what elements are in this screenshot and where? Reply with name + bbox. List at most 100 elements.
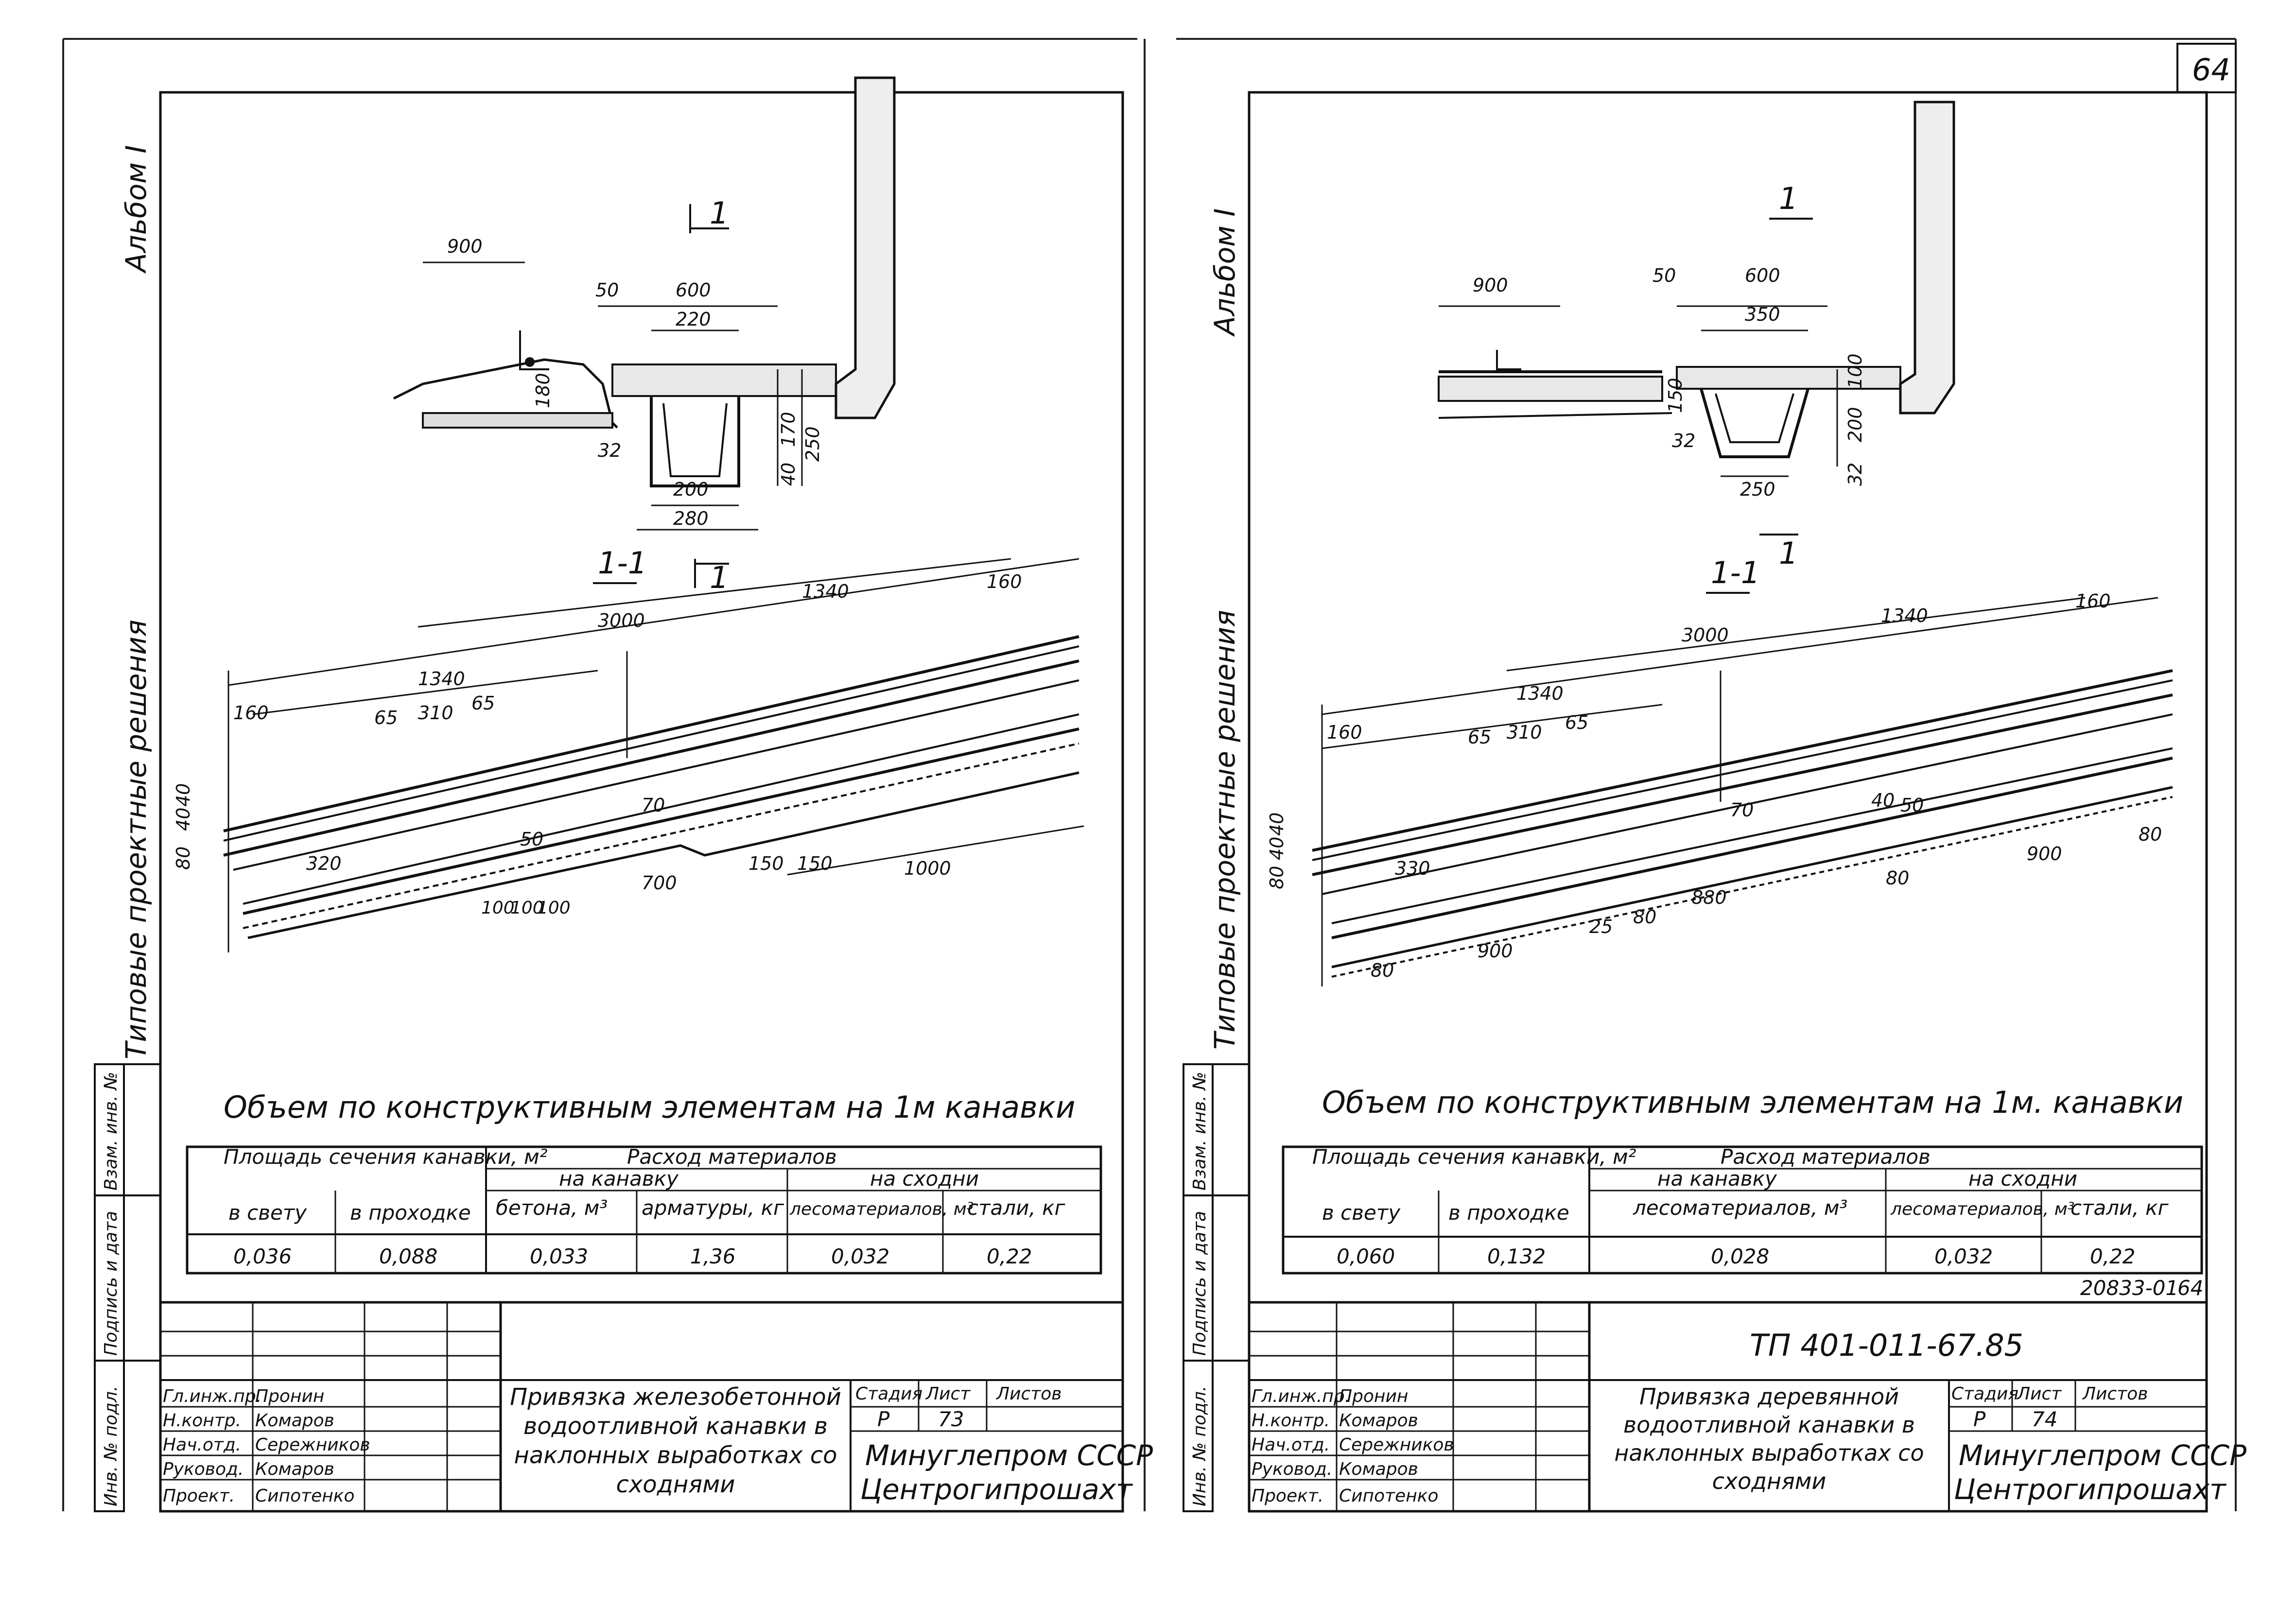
- right-sheet: 74: [2032, 1407, 2057, 1431]
- right-stage-label: Стадия: [1951, 1384, 2018, 1404]
- left-sub-header-1: на канавку: [559, 1167, 679, 1191]
- dim: 65: [1468, 726, 1491, 748]
- left-album-label: Альбом I: [120, 145, 153, 274]
- dim: 220: [676, 309, 711, 330]
- dim: 900: [1478, 940, 1513, 962]
- right-material-table: [1282, 1145, 2203, 1275]
- left-title-block: [160, 1301, 1123, 1511]
- dim: 1340: [418, 668, 465, 690]
- right-role: Н.контр.: [1252, 1411, 1330, 1431]
- dim: 350: [1745, 304, 1780, 325]
- left-value: 0,033: [530, 1244, 588, 1268]
- right-role: Гл.инж.пр.: [1252, 1386, 1350, 1406]
- left-col-header: арматуры, кг: [642, 1196, 784, 1220]
- left-value: 0,032: [831, 1244, 889, 1268]
- right-cross-section: [1438, 101, 1955, 594]
- right-materials-header: Расход материалов: [1721, 1145, 1931, 1169]
- dim: 80: [1371, 960, 1394, 981]
- dim: 250: [802, 426, 823, 462]
- right-doc-code: ТП 401-011-67.85: [1750, 1328, 2023, 1363]
- dim: 3000: [598, 610, 645, 631]
- right-name: Сипотенко: [1339, 1486, 1439, 1506]
- dim: 160: [233, 702, 269, 724]
- left-org1: Минуглепром СССР: [865, 1439, 1153, 1472]
- right-area-header: Площадь сечения канавки, м²: [1312, 1145, 1636, 1169]
- left-stage-label: Стадия: [855, 1384, 922, 1404]
- dim: 32: [1672, 430, 1695, 451]
- dim: 70: [1730, 799, 1754, 821]
- left-name: Комаров: [255, 1459, 334, 1479]
- dim: 80: [2139, 824, 2162, 845]
- right-sub-header-2: на сходни: [1968, 1167, 2077, 1191]
- dim: 50: [520, 829, 543, 850]
- right-org1: Минуглепром СССР: [1959, 1439, 2246, 1472]
- dim: 80: [1633, 906, 1656, 928]
- left-section-marker-bottom: 1: [710, 560, 729, 595]
- dim: 900: [2027, 843, 2062, 864]
- right-value: 0,060: [1337, 1244, 1395, 1268]
- dim: 280: [673, 508, 709, 529]
- right-value: 0,028: [1711, 1244, 1769, 1268]
- right-doc-sheet: 64: [2177, 1276, 2203, 1300]
- left-name: Пронин: [255, 1386, 324, 1406]
- dim: 880: [1691, 887, 1727, 908]
- dim: 250: [1740, 479, 1775, 500]
- dim: 160: [2075, 590, 2111, 612]
- dim: 600: [676, 279, 711, 301]
- right-name: Комаров: [1339, 1411, 1418, 1431]
- right-name: Пронин: [1339, 1386, 1408, 1406]
- dim: 900: [447, 236, 483, 257]
- left-name: Комаров: [255, 1411, 334, 1431]
- left-area-header: Площадь сечения канавки, м²: [224, 1145, 548, 1169]
- left-col-header: в свету: [228, 1201, 307, 1225]
- left-side-label-inv: Инв. № подл.: [101, 1386, 121, 1506]
- left-side-label-sign: Подпись и дата: [101, 1211, 121, 1356]
- left-stage: Р: [877, 1407, 890, 1431]
- dim: 160: [1327, 722, 1362, 743]
- dim: 3000: [1682, 624, 1729, 646]
- right-role: Руковод.: [1252, 1459, 1332, 1479]
- left-materials-header: Расход материалов: [627, 1145, 837, 1169]
- dim: 32: [598, 440, 621, 461]
- dim: 100: [481, 898, 515, 918]
- dim: 320: [306, 853, 342, 874]
- dim: 50: [1652, 265, 1676, 286]
- left-value: 0,22: [987, 1244, 1032, 1268]
- left-sub-header-2: на сходни: [870, 1167, 979, 1191]
- right-col-header: в проходке: [1448, 1201, 1569, 1225]
- left-cross-section: [393, 76, 896, 588]
- dim: 40: [1266, 837, 1287, 860]
- left-org2: Центрогипрошахт: [860, 1473, 1133, 1506]
- right-col-header: лесоматериалов, м³: [1890, 1199, 2074, 1219]
- right-stage: Р: [1973, 1407, 1986, 1431]
- dim: 150: [1665, 378, 1686, 413]
- dim: 180: [532, 373, 554, 408]
- dim: 40: [173, 783, 194, 807]
- left-role: Н.контр.: [163, 1411, 241, 1431]
- dim: 160: [987, 571, 1022, 592]
- right-org2: Центрогипрошахт: [1954, 1473, 2227, 1506]
- dim: 80: [1886, 867, 1909, 889]
- left-name: Сипотенко: [255, 1486, 355, 1506]
- left-role: Руковод.: [163, 1459, 244, 1479]
- dim: 65: [1565, 712, 1588, 733]
- left-series-label: Типовые проектные решения: [120, 620, 153, 1059]
- right-table-caption: Объем по конструктивным элементам на 1м.…: [1322, 1085, 2183, 1120]
- right-sheets-label: Листов: [2082, 1384, 2148, 1404]
- dim: 1340: [1516, 683, 1564, 704]
- dim: 1340: [802, 581, 849, 602]
- dim: 330: [1395, 858, 1430, 879]
- right-profile: [1312, 597, 2173, 986]
- left-profile: [223, 558, 1084, 952]
- right-series-label: Типовые проектные решения: [1208, 610, 1241, 1050]
- right-col-header: лесоматериалов, м³: [1633, 1196, 1847, 1220]
- right-section-title: 1-1: [1711, 555, 1760, 590]
- left-section-title: 1-1: [598, 545, 647, 581]
- page-number: 64: [2192, 52, 2230, 87]
- right-side-label-sign: Подпись и дата: [1190, 1211, 1210, 1356]
- dim: 25: [1589, 916, 1613, 937]
- dim: 40: [173, 808, 194, 831]
- dim: 150: [797, 853, 833, 874]
- right-side-label-repl: Взам. инв. №: [1190, 1072, 1210, 1191]
